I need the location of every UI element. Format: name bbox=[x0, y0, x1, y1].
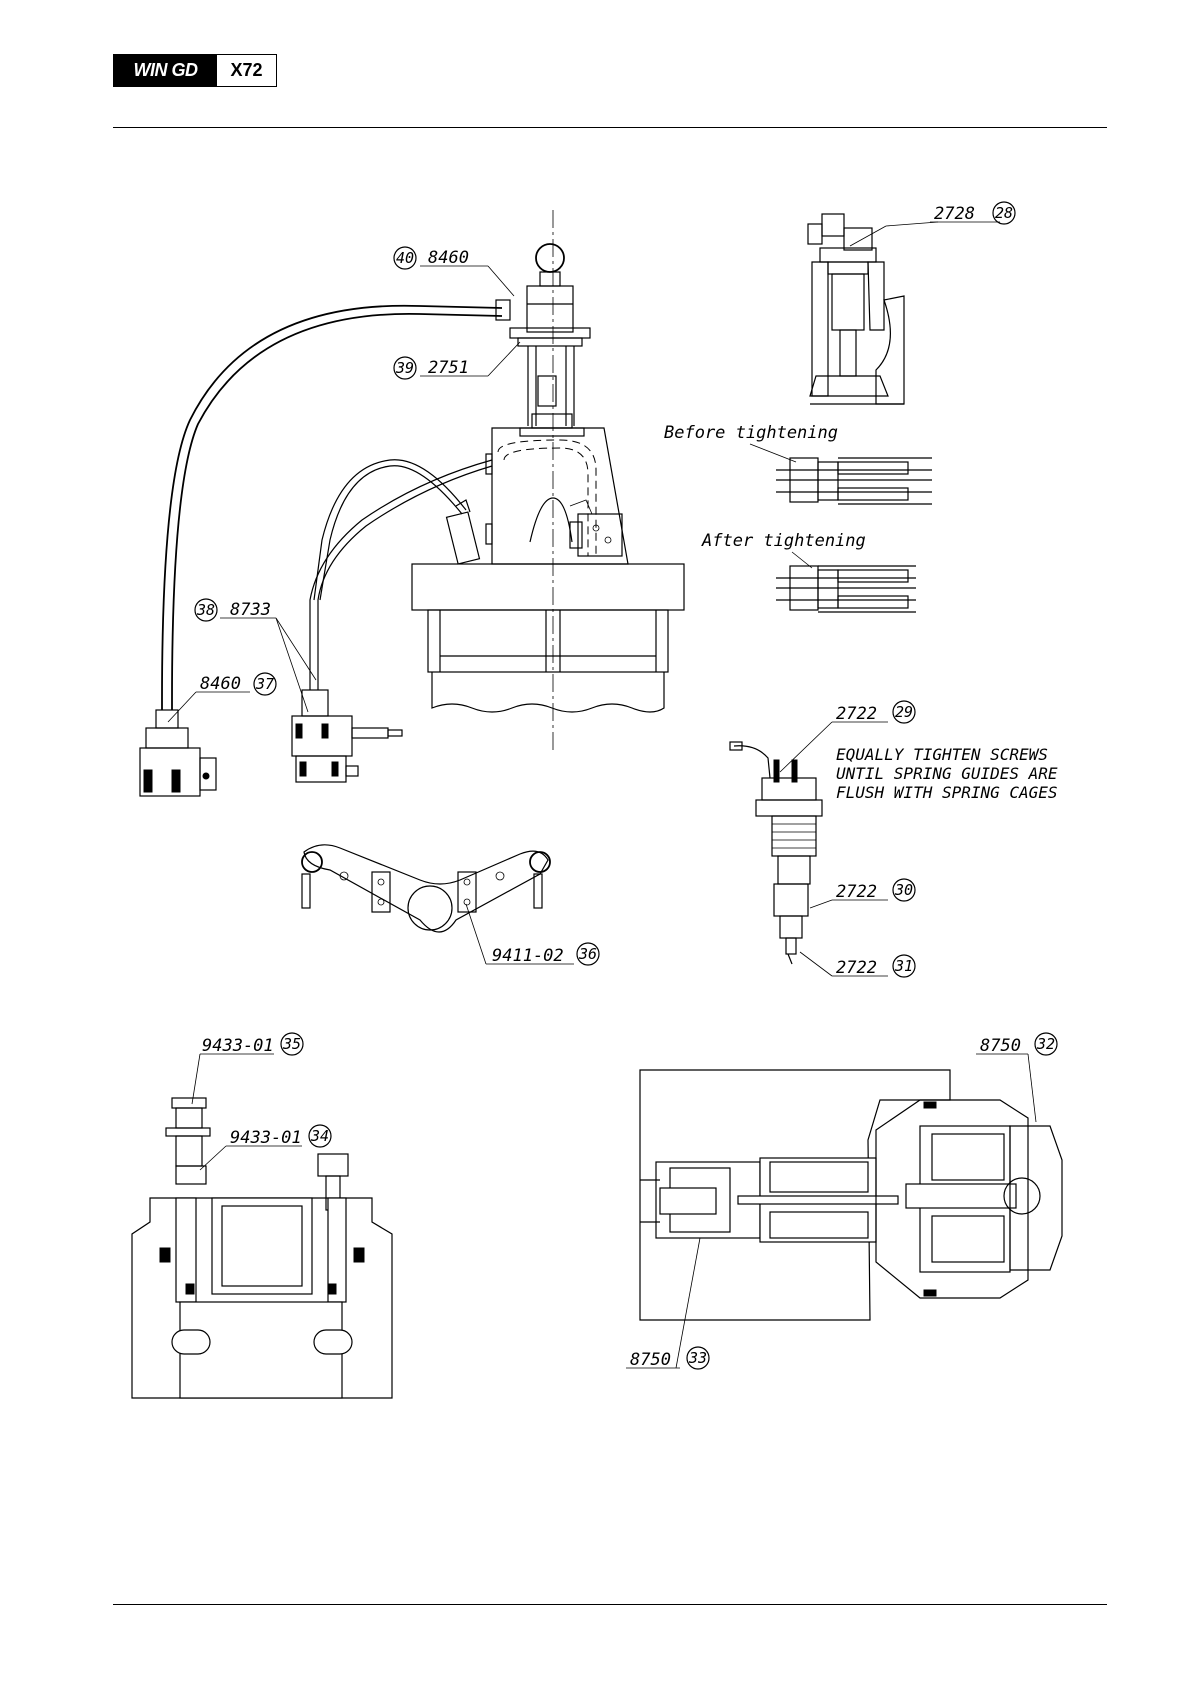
callout-2722-31: 2722 31 bbox=[832, 955, 915, 978]
part-number-2728: 2728 bbox=[934, 204, 975, 224]
item-34: 34 bbox=[310, 1127, 329, 1145]
part-number-8733: 8733 bbox=[230, 600, 271, 620]
fuel-injector bbox=[730, 742, 822, 964]
callout-9433-01-34: 9433-01 34 bbox=[226, 1125, 331, 1148]
part-number-2722-31: 2722 bbox=[836, 958, 877, 978]
instruction-line-1: EQUALLY TIGHTEN SCREWS bbox=[836, 745, 1048, 764]
callout-2751: 39 2751 bbox=[394, 357, 488, 379]
part-number-8460: 8460 bbox=[428, 248, 469, 268]
main-hydraulic-assembly bbox=[162, 210, 684, 750]
part-number-2751: 2751 bbox=[428, 358, 469, 378]
hydraulic-pump-left bbox=[140, 710, 216, 796]
callout-8750-33: 8750 33 bbox=[626, 1347, 709, 1370]
item-38: 38 bbox=[196, 601, 215, 619]
item-30: 30 bbox=[894, 881, 913, 899]
part-number-8750-32: 8750 bbox=[980, 1036, 1021, 1056]
callout-2722-30: 2722 30 bbox=[832, 879, 915, 902]
note-before-tightening: Before tightening bbox=[664, 423, 838, 443]
callout-2728: 2728 28 bbox=[930, 202, 1015, 224]
callout-8460-40: 40 8460 bbox=[394, 247, 488, 269]
item-37: 37 bbox=[255, 675, 274, 693]
part-number-9433-01-34: 9433-01 bbox=[230, 1128, 302, 1148]
callout-2722-29: 2722 29 bbox=[832, 701, 915, 724]
item-36: 36 bbox=[578, 945, 597, 963]
note-after-tightening: After tightening bbox=[701, 531, 866, 551]
lifting-bracket bbox=[302, 845, 550, 932]
hydraulic-pump-right bbox=[292, 690, 402, 782]
part-number-8460-37: 8460 bbox=[200, 674, 241, 694]
callout-8460-37: 8460 37 bbox=[196, 673, 276, 695]
item-39: 39 bbox=[395, 359, 414, 377]
detail-spring-cage-after bbox=[776, 566, 916, 612]
instruction-line-3: FLUSH WITH SPRING CAGES bbox=[836, 783, 1058, 802]
callout-9411-02: 9411-02 36 bbox=[486, 943, 599, 966]
part-number-8750-33: 8750 bbox=[630, 1350, 671, 1370]
item-31: 31 bbox=[894, 957, 913, 975]
item-32: 32 bbox=[1036, 1035, 1055, 1053]
callout-8750-32: 8750 32 bbox=[976, 1033, 1057, 1056]
callout-9433-01-35: 9433-01 35 bbox=[200, 1033, 303, 1056]
part-number-2722-30: 2722 bbox=[836, 882, 877, 902]
callout-8733: 38 8733 bbox=[195, 599, 276, 621]
item-35: 35 bbox=[282, 1035, 301, 1053]
item-28: 28 bbox=[995, 204, 1013, 222]
detail-spring-cage-before bbox=[776, 458, 932, 504]
item-29: 29 bbox=[895, 703, 913, 721]
item-33: 33 bbox=[688, 1349, 707, 1367]
part-number-9411-02: 9411-02 bbox=[492, 946, 564, 966]
instruction-line-2: UNTIL SPRING GUIDES ARE bbox=[836, 764, 1058, 783]
item-40: 40 bbox=[396, 249, 414, 267]
part-number-2722-29: 2722 bbox=[836, 704, 877, 724]
detail-valve-insert-section bbox=[640, 1070, 1062, 1320]
part-number-9433-01-35: 9433-01 bbox=[202, 1036, 274, 1056]
